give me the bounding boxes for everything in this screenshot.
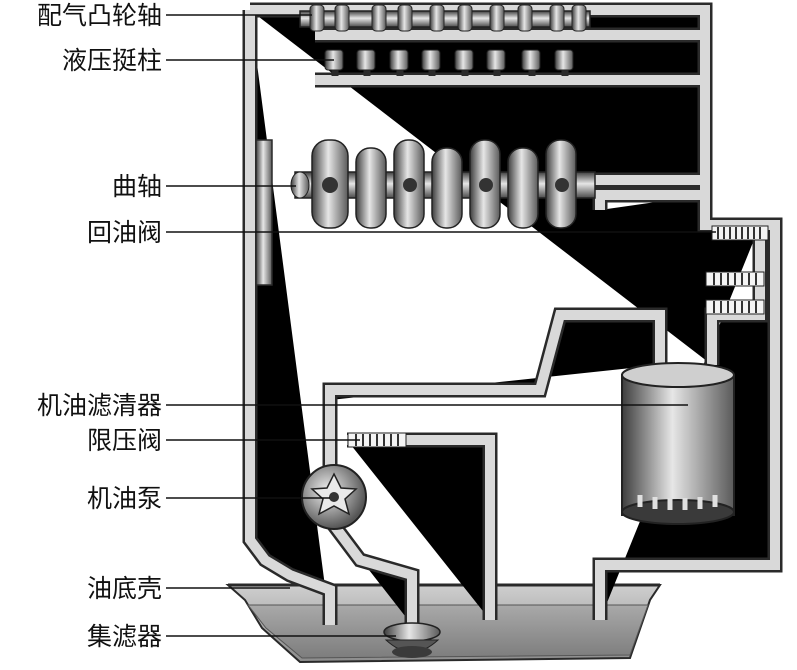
labels: 配气凸轮轴 液压挺柱 曲轴 回油阀 机油滤清器 限压阀 机油泵 油底壳 集滤器 [37, 1, 162, 651]
strainer [383, 622, 441, 658]
crankshaft [290, 139, 596, 229]
hydraulic-lifters [324, 49, 574, 76]
label-camshaft: 配气凸轮轴 [37, 1, 162, 30]
camshaft [299, 4, 591, 32]
oil-filter [621, 362, 735, 525]
oil-pump [301, 464, 367, 530]
label-oil-filter: 机油滤清器 [37, 391, 162, 420]
label-oil-pump: 机油泵 [87, 484, 162, 513]
oil-pipes [250, 10, 775, 625]
label-return-valve: 回油阀 [87, 218, 162, 247]
label-lifters: 液压挺柱 [62, 46, 162, 75]
label-strainer: 集滤器 [87, 622, 162, 651]
filter-bypass-valves [705, 271, 765, 315]
label-oil-pan: 油底壳 [87, 574, 162, 603]
leader-lines [166, 14, 716, 637]
label-crankshaft: 曲轴 [112, 172, 162, 201]
return-valve [711, 225, 769, 241]
label-pressure-limit-valve: 限压阀 [87, 426, 162, 455]
